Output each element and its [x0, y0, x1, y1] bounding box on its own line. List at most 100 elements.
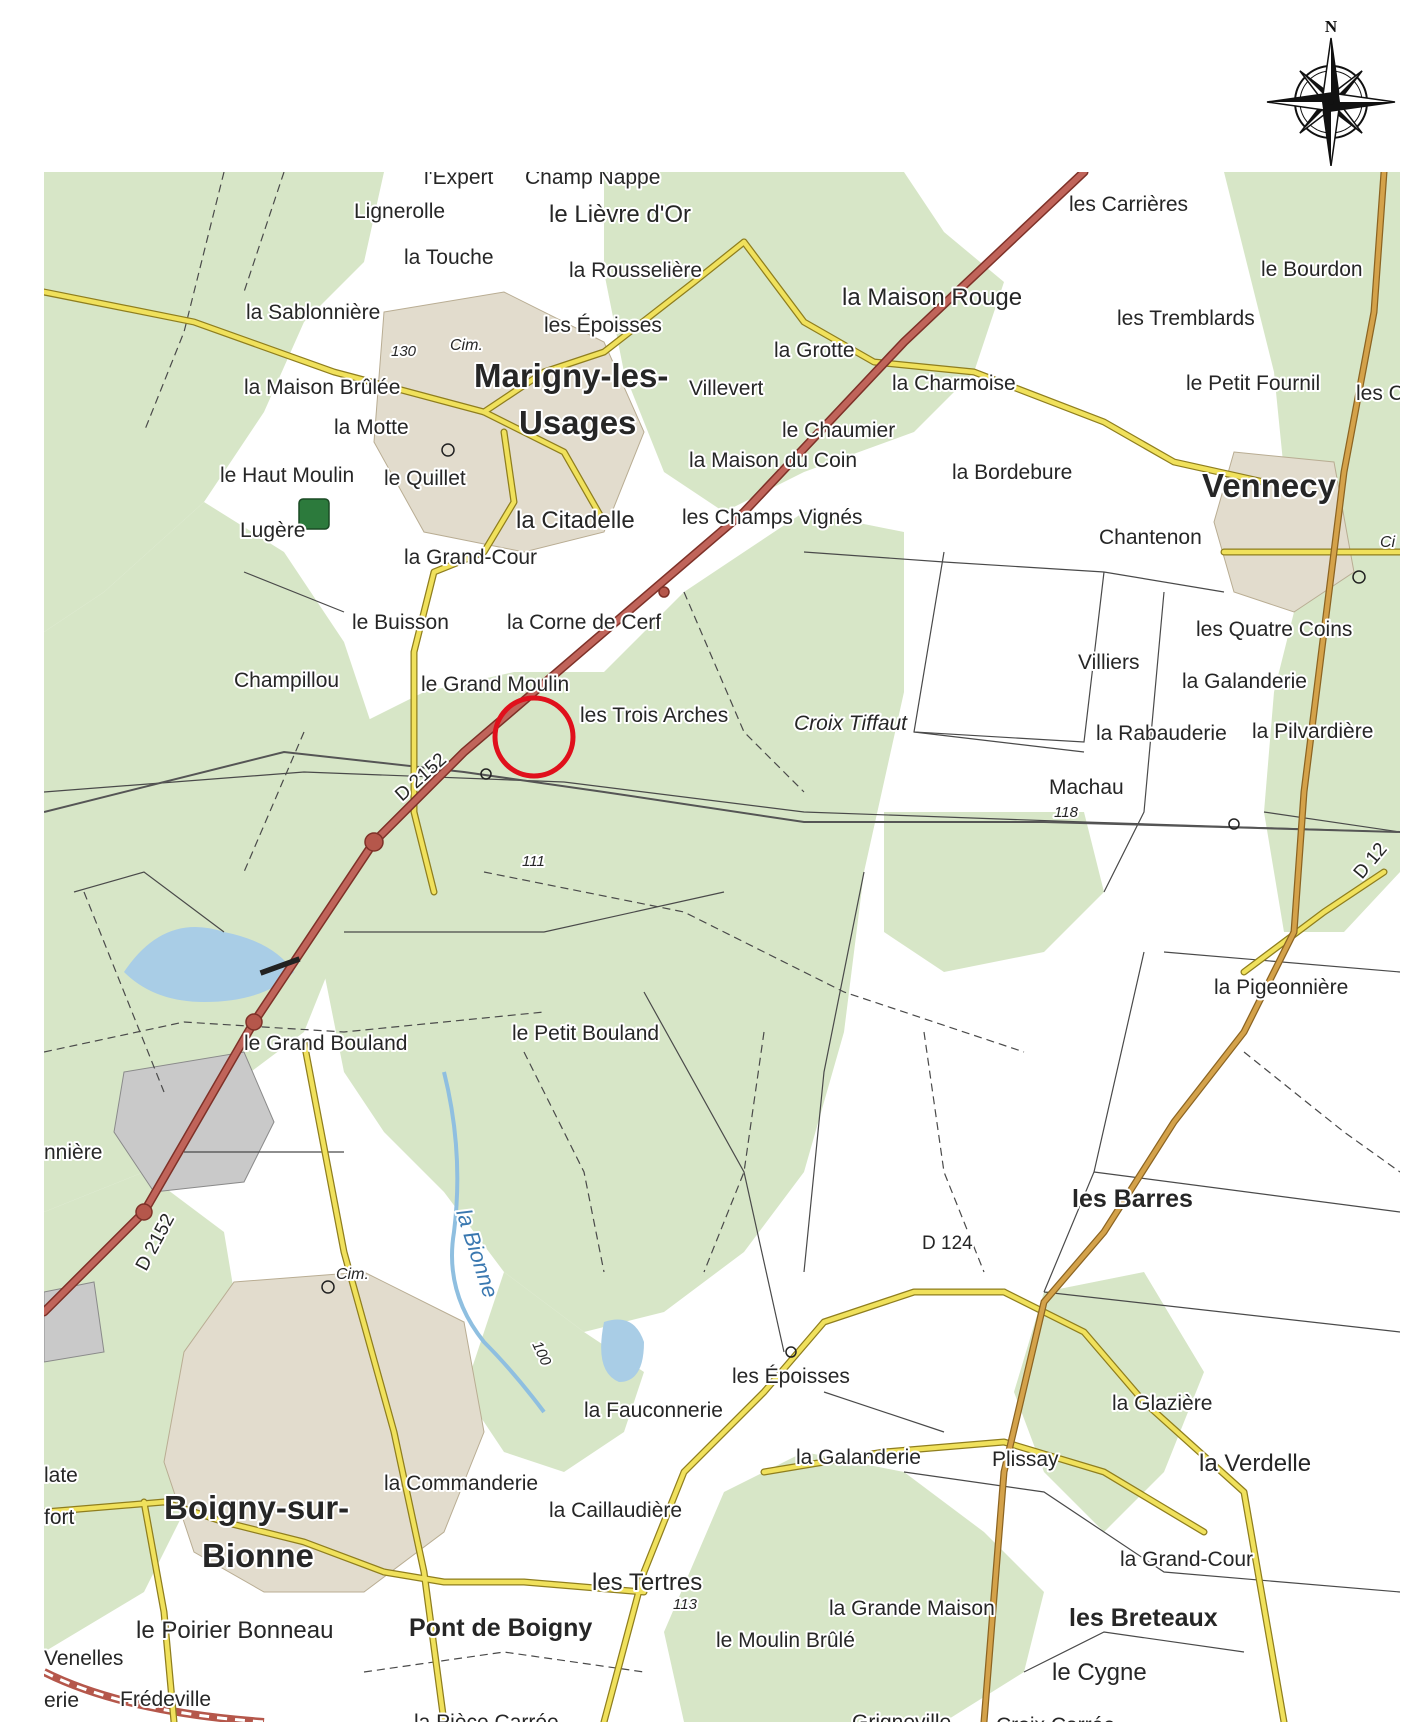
place-label: la Glazière: [1112, 1392, 1212, 1415]
place-label: les Quatre Coins: [1196, 618, 1352, 641]
place-label: la Grand-Cour: [1120, 1548, 1253, 1571]
place-label: le Grand Bouland: [244, 1032, 407, 1055]
elevation-label: 111: [522, 853, 545, 870]
level-crossing-icon: [480, 768, 492, 780]
place-label: la Sablonnière: [246, 301, 380, 324]
forest-northwest: [44, 172, 384, 632]
place-label: la Corne de Cerf: [507, 611, 661, 634]
church-icon: [321, 1280, 335, 1294]
place-label: Venelles: [44, 1647, 123, 1670]
place-label: la Caillaudière: [549, 1499, 682, 1522]
church-icon: [1352, 570, 1366, 584]
place-label: la Galanderie: [1182, 670, 1307, 693]
forest-central: [324, 512, 904, 1332]
commercial-zone-2: [44, 1281, 105, 1363]
secondary-roads: [44, 238, 1400, 1722]
railway-main: [44, 750, 1400, 833]
place-label: la Bordebure: [952, 461, 1072, 484]
place-label: les Époisses: [544, 314, 662, 337]
place-label: Lignerolle: [354, 200, 445, 223]
place-label: la Pièce Carrée: [414, 1711, 559, 1722]
place-label: fort: [44, 1506, 75, 1529]
place-label: le Poirier Bonneau: [136, 1617, 333, 1644]
place-label: la Maison Brûlée: [244, 376, 400, 399]
place-label: late: [44, 1464, 78, 1487]
place-label: le Buisson: [352, 611, 449, 634]
cemetery-label: Cim.: [450, 337, 483, 354]
forest-north-center: [604, 172, 1004, 512]
road-junctions: [135, 586, 670, 1221]
town-marigny-line1: Marigny-les-: [474, 357, 668, 394]
place-label: le Chaumier: [782, 419, 895, 442]
location-marker-circle[interactable]: [492, 695, 576, 779]
railway-southwest-inner: [44, 1670, 265, 1722]
place-label: les C: [1356, 382, 1400, 405]
place-label: les Trois Arches: [580, 704, 728, 727]
place-label: le Lièvre d'Or: [549, 201, 691, 228]
place-label: le Petit Fournil: [1186, 372, 1320, 395]
forest-park-icon: [298, 498, 330, 530]
place-label: Champillou: [234, 669, 339, 692]
place-label: Lugère: [240, 519, 305, 542]
place-label: Champ Nappe: [525, 172, 660, 189]
place-label: le Cygne: [1052, 1659, 1147, 1686]
cemetery-label: Cim.: [336, 1266, 369, 1283]
town-marigny-line2: Usages: [519, 404, 636, 441]
compass-rose: N: [1266, 17, 1396, 166]
place-label: les Tertres: [592, 1569, 702, 1596]
place-label: Villevert: [689, 377, 763, 400]
north-label: N: [1325, 17, 1338, 36]
place-label: l'Expert: [424, 172, 494, 189]
place-label: erie: [44, 1689, 79, 1712]
town-boigny-line2: Bionne: [202, 1537, 314, 1574]
place-label: la Fauconnerie: [584, 1399, 723, 1422]
built-up-areas: [44, 291, 1355, 1593]
dashed-paths: [44, 172, 1400, 1673]
place-label: le Haut Moulin: [220, 464, 354, 487]
forest-south: [664, 1452, 1044, 1722]
place-label: Grigneville: [852, 1711, 951, 1722]
urban-vennecy: [1213, 451, 1355, 613]
road-label-d124: D 124: [922, 1233, 973, 1254]
town-boigny-line1: Boigny-sur-: [164, 1489, 349, 1526]
place-label: nnière: [44, 1141, 102, 1164]
town-pont-de-boigny: Pont de Boigny: [409, 1614, 592, 1642]
compass-rose-icon: [1266, 37, 1396, 166]
place-label: la Charmoise: [892, 372, 1016, 395]
place-label: les Époisses: [732, 1365, 850, 1388]
elevation-label: 118: [1054, 804, 1079, 821]
place-label: le Grand Moulin: [421, 673, 569, 696]
water-features: [124, 927, 644, 1414]
town-les-breteaux: les Breteaux: [1069, 1604, 1218, 1632]
elevation-label: 113: [673, 1596, 698, 1613]
place-label: la Maison Rouge: [842, 284, 1022, 311]
place-label: Chantenon: [1099, 526, 1202, 549]
urban-boigny: [163, 1271, 485, 1593]
orange-road: [980, 172, 1388, 1722]
place-labels: l'Expert Champ Nappe Lignerolle le Lièvr…: [44, 172, 1400, 1722]
cemetery-label: Ci: [1380, 534, 1396, 551]
place-label: Plissay: [992, 1448, 1059, 1471]
place-label: le Bourdon: [1261, 258, 1363, 281]
place-label: les Tremblards: [1117, 307, 1255, 330]
poi-symbols: [259, 443, 1366, 1358]
level-crossing-icon: [785, 1346, 797, 1358]
place-label: Villiers: [1078, 651, 1139, 674]
forest-southeast: [1014, 1272, 1204, 1532]
place-label: la Pilvardière: [1252, 720, 1373, 743]
primary-road-d2152: [44, 172, 1089, 1317]
place-label: la Grand-Cour: [404, 546, 537, 569]
pond-south: [601, 1319, 644, 1382]
place-label: la Rousselière: [569, 259, 702, 282]
place-label: la Commanderie: [384, 1472, 538, 1495]
topographic-map[interactable]: Marigny-les- Usages Vennecy Boigny-sur- …: [44, 172, 1400, 1722]
forest-center-east: [884, 812, 1104, 972]
place-label: le Moulin Brûlé: [716, 1629, 855, 1652]
church-icon: [441, 443, 455, 457]
place-label: Machau: [1049, 776, 1124, 799]
tracks-and-boundaries: [44, 551, 1400, 1673]
place-label: Croix Tiffaut: [794, 712, 908, 735]
place-label: la Pigeonnière: [1214, 976, 1348, 999]
place-label: Frédeville: [120, 1688, 211, 1711]
place-label: la Touche: [404, 246, 494, 269]
